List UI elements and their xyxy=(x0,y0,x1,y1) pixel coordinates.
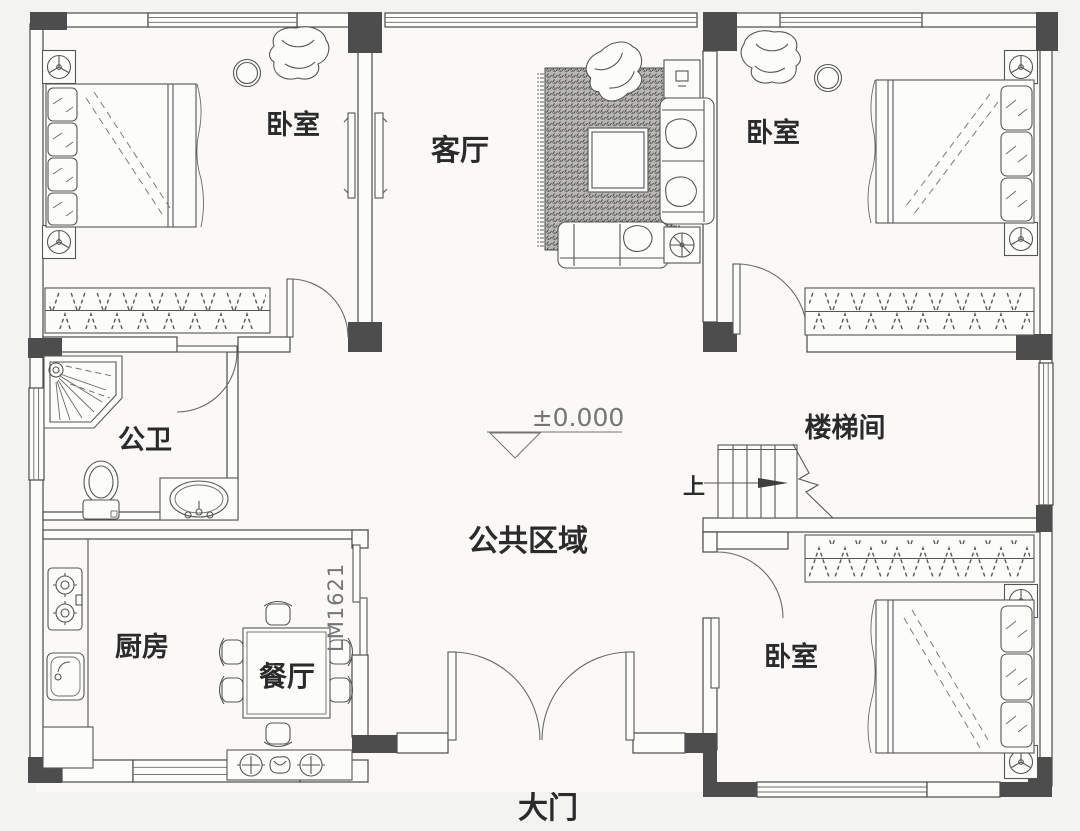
room-stairwell: 上 楼梯间 xyxy=(683,413,886,519)
room-label-bedroom-top-right: 卧室 xyxy=(746,117,800,149)
room-label-public-area: 公共区域 xyxy=(468,524,588,559)
room-bathroom: 公卫 xyxy=(43,355,239,521)
sofa-icon xyxy=(659,97,715,225)
window-top-bedroom-left xyxy=(147,12,298,28)
nightstand-icon xyxy=(1003,49,1039,85)
room-label-kitchen: 厨房 xyxy=(115,632,169,663)
room-bedroom-bottom-right: 卧室 xyxy=(764,534,1039,780)
room-label-bedroom-bottom-right: 卧室 xyxy=(764,641,818,673)
refrigerator-icon xyxy=(42,726,94,769)
wardrobe-icon xyxy=(804,287,1035,336)
room-bedroom-top-right: 卧室 xyxy=(740,30,1039,336)
doors xyxy=(176,263,808,741)
elevation-marker-icon xyxy=(487,431,622,459)
nightstand-icon xyxy=(41,224,77,260)
room-label-living: 客厅 xyxy=(431,133,489,167)
stairs-direction-arrow xyxy=(758,478,788,488)
toilet-icon xyxy=(82,460,120,520)
walls xyxy=(28,12,1054,798)
room-label-bedroom-top-left: 卧室 xyxy=(266,109,320,141)
room-label-stairwell: 楼梯间 xyxy=(805,413,886,444)
fan-side-table-icon xyxy=(663,226,701,264)
bathroom-sink-icon xyxy=(159,477,239,521)
window-bottom-bedroom-right xyxy=(756,781,928,798)
double-bed-icon xyxy=(867,599,1035,754)
round-stool-icon xyxy=(813,63,843,93)
elevation-label: ±0.000 xyxy=(532,403,625,432)
room-label-entrance: 大门 xyxy=(518,791,578,826)
room-bedroom-top-left: 卧室 xyxy=(41,26,356,334)
dining-table-icon xyxy=(218,600,354,748)
stairs-up-label: 上 xyxy=(683,475,705,500)
window-top-living xyxy=(384,12,698,28)
tv-side-table-icon xyxy=(663,59,701,99)
shower-icon xyxy=(43,355,123,429)
wardrobe-icon xyxy=(804,534,1035,583)
door-code-label: LM1621 xyxy=(324,563,348,652)
door-bathroom xyxy=(176,345,238,413)
appliance-cabinet-icon xyxy=(226,749,353,781)
entrance-double-door xyxy=(447,651,635,741)
door-bedroom-bottom-right xyxy=(710,551,784,689)
tv-bedroom-icon xyxy=(343,112,356,199)
room-kitchen-dining: 厨房 餐厅 LM1621 xyxy=(42,539,354,781)
window-top-bedroom-right xyxy=(779,12,923,28)
double-bed-icon xyxy=(867,79,1035,224)
kitchen-sink-icon xyxy=(46,652,85,701)
sliding-door-kitchen xyxy=(352,544,368,656)
room-label-bathroom: 公卫 xyxy=(118,425,172,456)
stove-icon xyxy=(47,567,83,631)
window-right-stairwell xyxy=(1038,362,1054,506)
room-label-dining: 餐厅 xyxy=(259,660,315,693)
round-stool-icon xyxy=(232,58,262,88)
nightstand-icon xyxy=(1003,221,1039,257)
door-bedroom-top-left xyxy=(286,278,349,338)
coffee-table-icon xyxy=(587,127,649,193)
double-bed-icon xyxy=(45,83,204,228)
room-public-area: ±0.000 公共区域 xyxy=(468,403,624,559)
stairs-icon xyxy=(704,443,834,519)
room-living: 客厅 xyxy=(374,33,715,269)
nightstand-icon xyxy=(41,49,77,85)
window-left-bathroom xyxy=(28,387,45,481)
tv-living-icon xyxy=(374,112,388,199)
wardrobe-icon xyxy=(44,287,271,334)
loveseat-icon xyxy=(557,221,669,269)
